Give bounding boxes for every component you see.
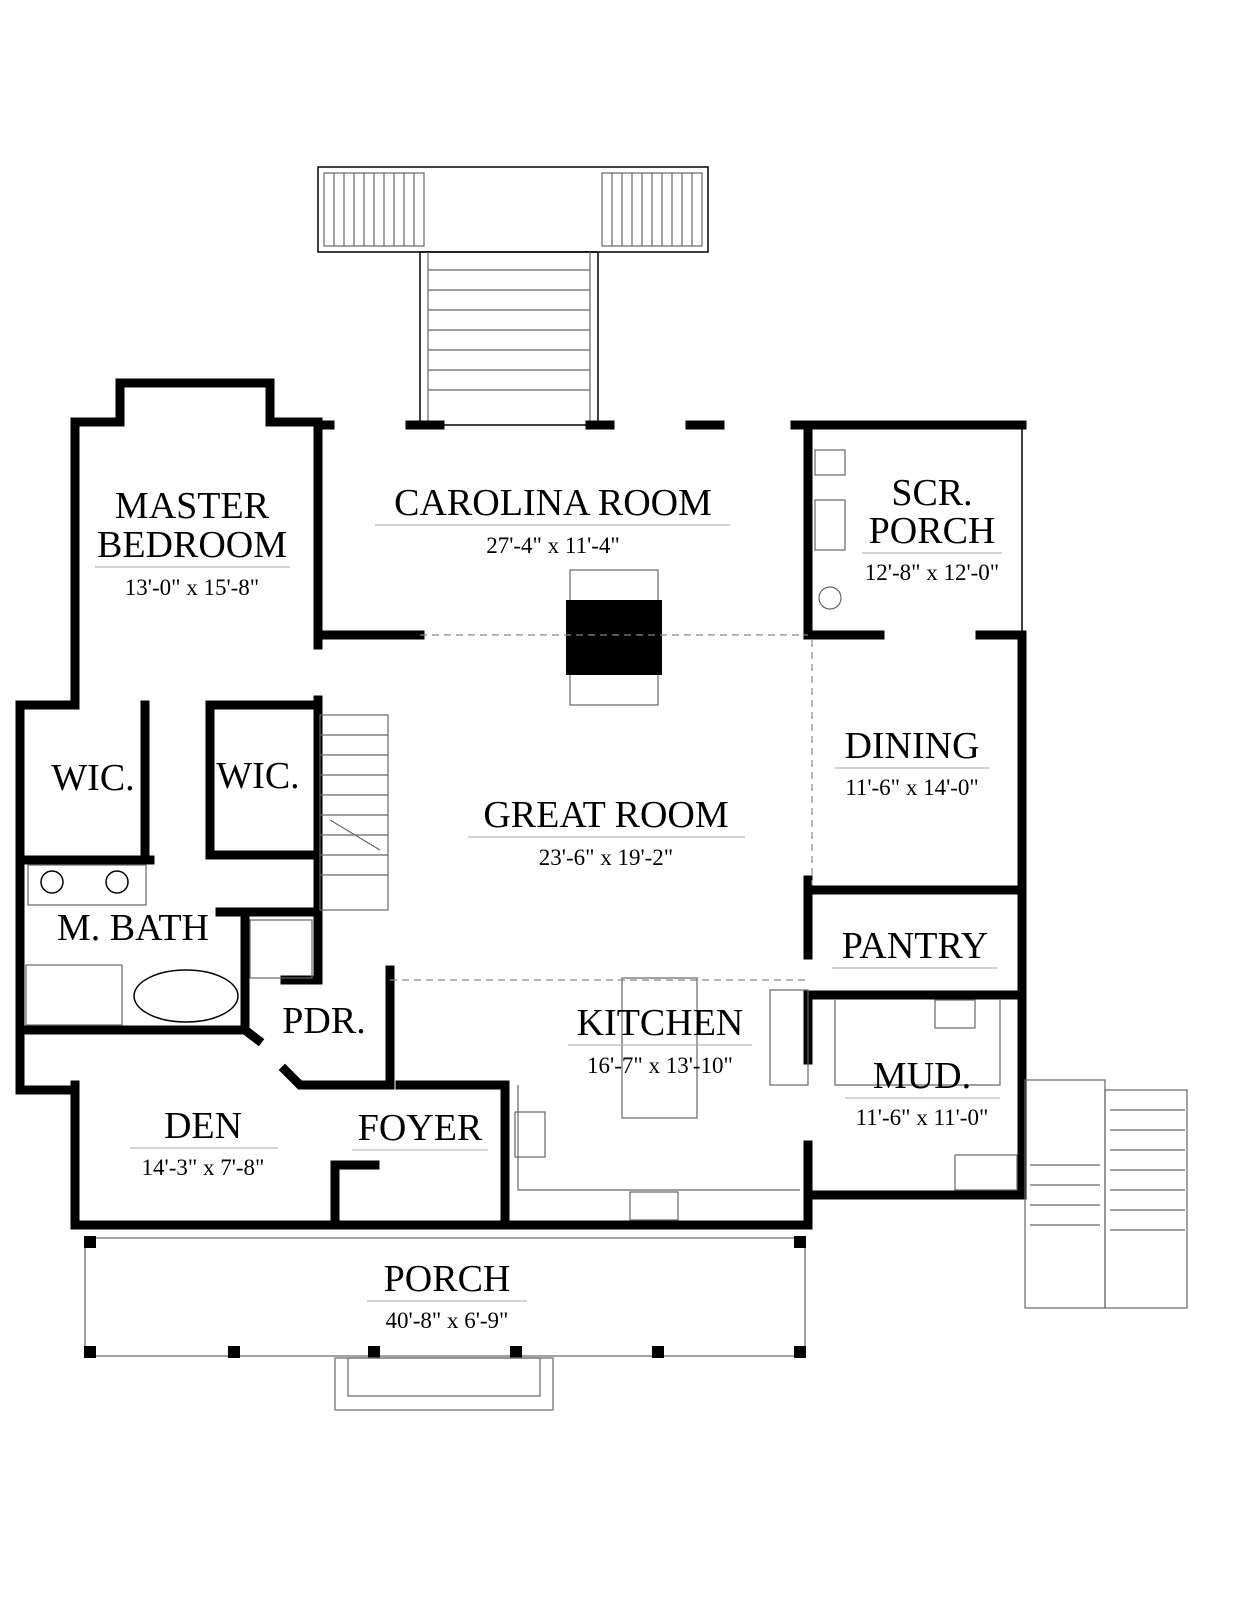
room-dims: 13'-0" x 15'-8" xyxy=(125,575,259,600)
room-name: MUD. xyxy=(873,1055,971,1097)
room-pantry: PANTRY xyxy=(832,925,998,969)
room-m-bath: M. BATH xyxy=(57,907,209,949)
room-name: GREAT ROOM xyxy=(483,794,728,836)
room-dims: 12'-8" x 12'-0" xyxy=(865,560,999,585)
room-foyer: FOYER xyxy=(352,1107,488,1151)
room-porch: PORCH 40'-8" x 6'-9" xyxy=(367,1258,527,1333)
room-name: MASTER xyxy=(115,485,270,527)
room-scr-porch: SCR. PORCH 12'-8" x 12'-0" xyxy=(862,472,1002,585)
room-labels: MASTER BEDROOM 13'-0" x 15'-8" CAROLINA … xyxy=(51,472,1002,1333)
room-dims: 11'-6" x 14'-0" xyxy=(845,775,979,800)
rear-deck xyxy=(317,166,709,426)
room-great-room: GREAT ROOM 23'-6" x 19'-2" xyxy=(468,794,745,870)
room-name: KITCHEN xyxy=(577,1002,744,1044)
room-wic-left: WIC. xyxy=(51,757,134,799)
room-name: PORCH xyxy=(384,1258,511,1300)
side-stairs xyxy=(1024,1079,1188,1309)
room-wic-right: WIC. xyxy=(216,755,299,797)
fireplace xyxy=(566,569,662,706)
room-kitchen: KITCHEN 16'-7" x 13'-10" xyxy=(568,1002,752,1078)
room-carolina-room: CAROLINA ROOM 27'-4" x 11'-4" xyxy=(375,482,730,558)
room-name: PANTRY xyxy=(842,925,988,967)
room-name: PORCH xyxy=(869,510,996,552)
room-name: SCR. xyxy=(891,472,972,514)
room-mud: MUD. 11'-6" x 11'-0" xyxy=(845,1055,1000,1130)
room-dims: 23'-6" x 19'-2" xyxy=(539,845,673,870)
room-name: DINING xyxy=(844,725,979,767)
walls xyxy=(15,378,1027,1230)
room-dims: 11'-6" x 11'-0" xyxy=(856,1105,989,1130)
interior-stairs xyxy=(319,714,389,911)
room-dims: 16'-7" x 13'-10" xyxy=(587,1053,733,1078)
room-dims: 27'-4" x 11'-4" xyxy=(486,533,620,558)
room-den: DEN 14'-3" x 7'-8" xyxy=(130,1105,278,1180)
fixtures xyxy=(25,449,1018,1221)
room-name: FOYER xyxy=(358,1107,483,1149)
room-name: DEN xyxy=(164,1105,242,1147)
room-pdr: PDR. xyxy=(282,1000,365,1042)
room-name: CAROLINA ROOM xyxy=(394,482,712,524)
room-dims: 40'-8" x 6'-9" xyxy=(386,1308,509,1333)
room-dining: DINING 11'-6" x 14'-0" xyxy=(835,725,990,800)
room-dims: 14'-3" x 7'-8" xyxy=(142,1155,265,1180)
room-master-bedroom: MASTER BEDROOM 13'-0" x 15'-8" xyxy=(95,485,290,600)
front-porch xyxy=(84,1236,806,1411)
room-name: BEDROOM xyxy=(97,524,287,566)
